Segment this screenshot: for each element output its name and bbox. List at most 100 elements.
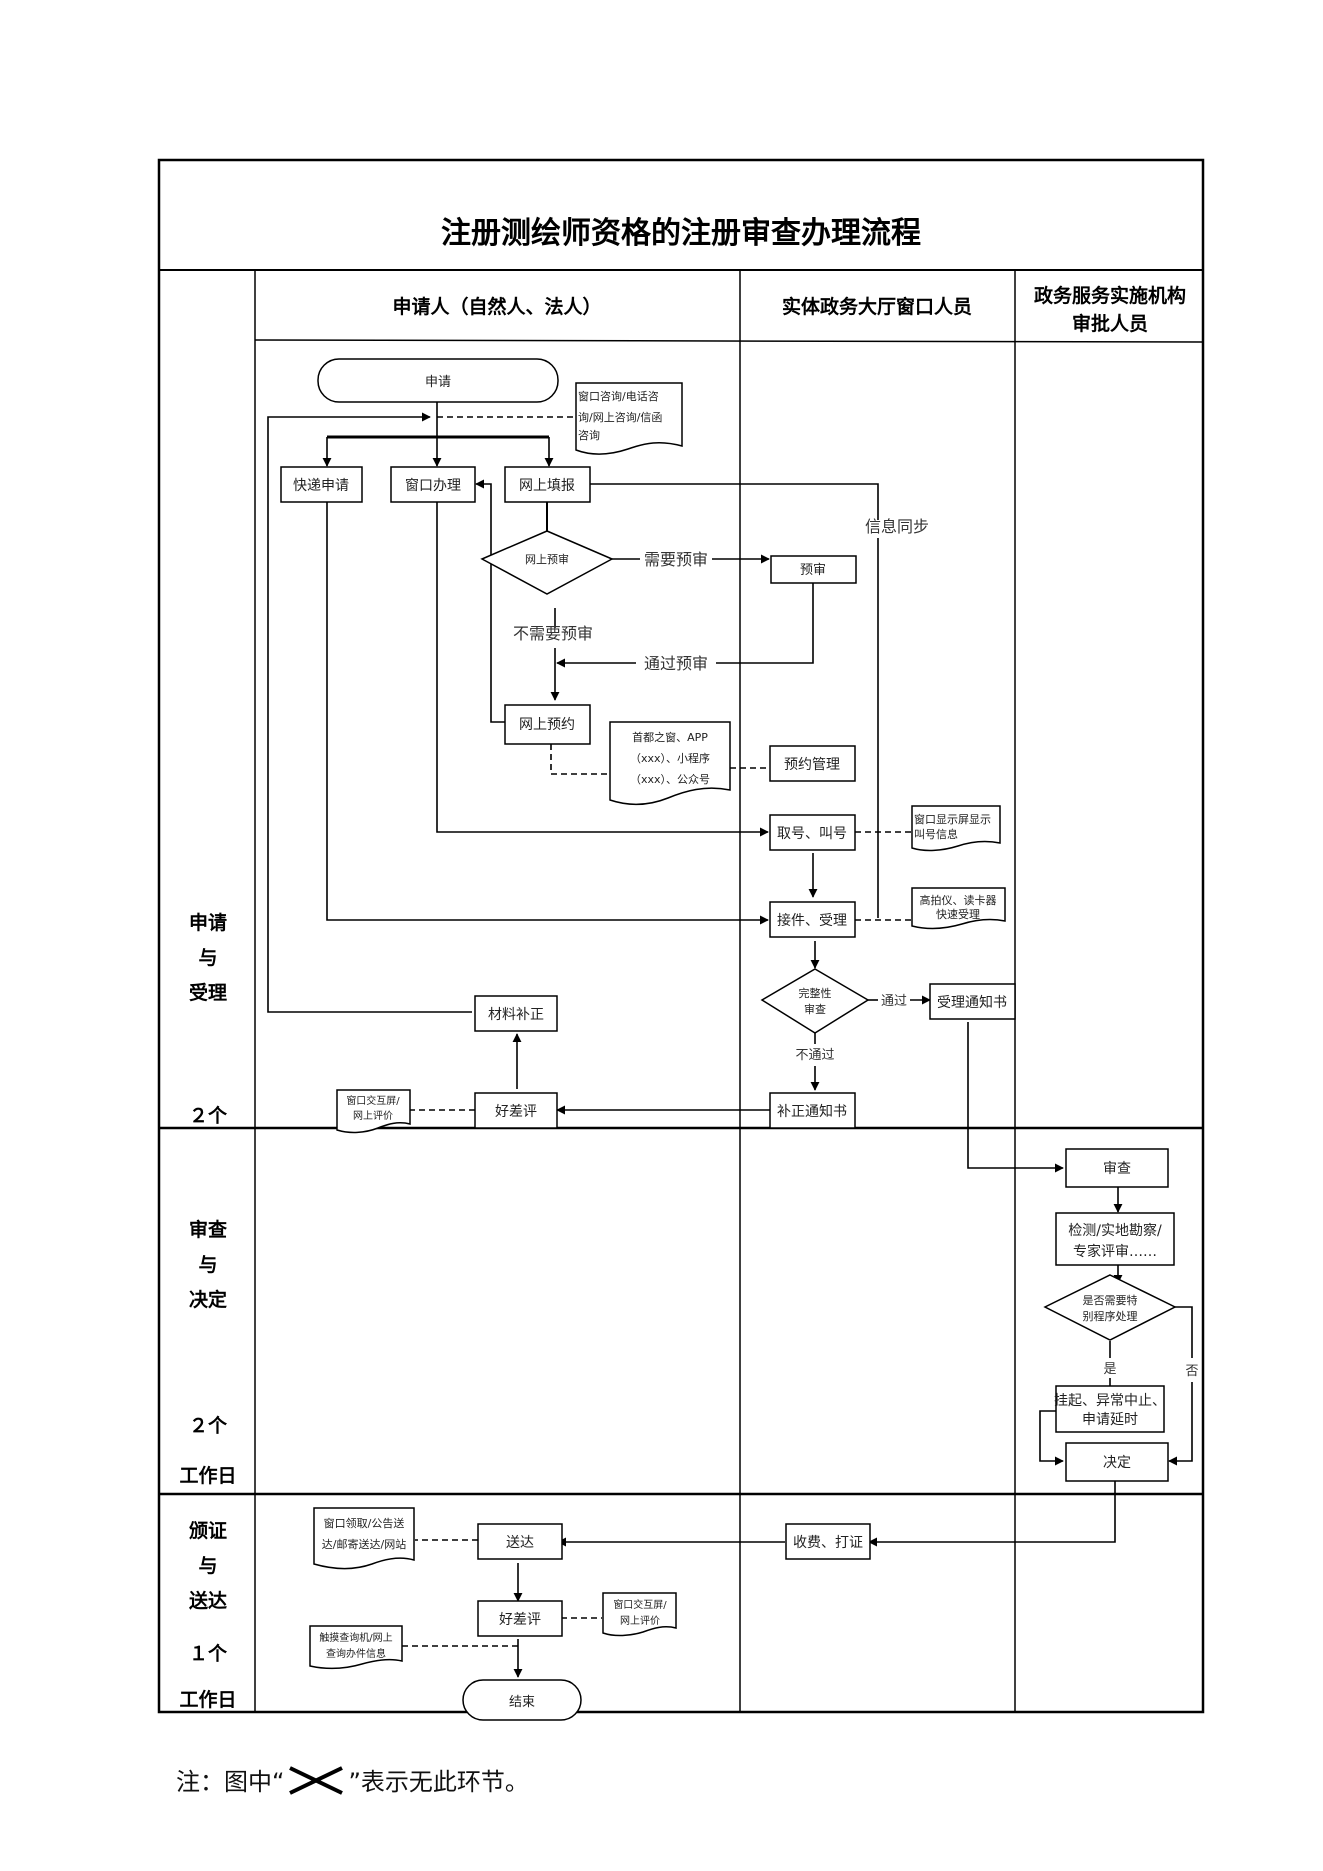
label-precheck: 预审: [800, 563, 826, 578]
node-window: [390, 466, 476, 503]
node-completeness-check: [760, 968, 870, 1034]
label-inspect-1: 检测/实地勘察/: [1068, 1222, 1162, 1239]
phase3-name-2: 与: [198, 1555, 217, 1577]
label-deliver-doc-2: 达/邮寄送达/网站: [322, 1537, 406, 1551]
page-title: 注册测绘师资格的注册审查办理流程: [441, 216, 921, 251]
label-screen-doc-2: 叫号信息: [914, 827, 958, 841]
phase2-duration-2: 工作日: [179, 1464, 236, 1487]
connector-booking-to-window: [475, 479, 505, 723]
phase2-duration-1: ２个: [189, 1415, 228, 1437]
node-deliver: [477, 1523, 563, 1560]
label-consult-doc-2: 询/网上咨询/信函: [578, 410, 662, 424]
label-online-precheck: 网上预审: [525, 552, 569, 566]
doc-rating1: [336, 1089, 411, 1134]
connector-express-to-receive: [326, 502, 769, 925]
label-deliver: 送达: [506, 1535, 534, 1551]
label-completeness-2: 审查: [804, 1002, 826, 1016]
label-booking-doc-2: （xxx）、小程序: [630, 751, 710, 765]
label-express: 快递申请: [293, 478, 349, 494]
doc-consult: [575, 382, 683, 455]
footnote-suffix: ”表示无此环节。: [348, 1768, 529, 1796]
node-supplement: [474, 995, 558, 1032]
node-rating1: [474, 1092, 558, 1129]
label-info-sync: 信息同步: [865, 517, 929, 536]
label-fee-print: 收费、打证: [793, 1534, 863, 1551]
label-take-number: 取号、叫号: [777, 826, 847, 842]
label-supplement: 材料补正: [488, 1007, 544, 1023]
node-decision: [1065, 1442, 1169, 1482]
label-apply: 申请: [425, 375, 451, 390]
connector-suspend-to-decision: [1039, 1410, 1064, 1466]
node-supplement-notice: [769, 1092, 856, 1129]
doc-deliver: [313, 1507, 415, 1570]
node-express: [280, 466, 363, 503]
label-rating2-doc-2: 网上评价: [620, 1615, 660, 1627]
label-window: 窗口办理: [405, 477, 461, 494]
label-booking-doc-1: 首都之窗、APP: [632, 730, 708, 744]
phase3-duration-1: １个: [189, 1643, 228, 1665]
label-end: 结束: [509, 1695, 535, 1710]
footnote: 注：图中“ ”表示无此环节。: [176, 1762, 529, 1797]
phase2-name-2: 与: [198, 1254, 217, 1276]
table-frame: [157, 158, 1205, 1714]
doc-query: [309, 1625, 403, 1670]
doc-screen: [911, 805, 1001, 852]
phase2-name-3: 决定: [189, 1288, 227, 1311]
label-rating1-doc-1: 窗口交互屏/: [346, 1094, 400, 1107]
label-special-1: 是否需要特: [1083, 1293, 1138, 1307]
label-fail: 不通过: [795, 1048, 834, 1063]
phase3-duration-2: 工作日: [179, 1688, 236, 1711]
label-consult-doc-3: 咨询: [578, 428, 600, 442]
node-accept-notice: [929, 983, 1016, 1020]
connector-no-a: [1172, 1306, 1193, 1358]
node-online-precheck: [480, 530, 614, 595]
label-inspect-2: 专家评审……: [1073, 1243, 1157, 1260]
node-end: [462, 1679, 582, 1721]
phase-labels: 申请 与 受理 ２个 审查 与 决定 ２个 工作日 颁证 与 送达 １个 工作日: [179, 911, 236, 1711]
node-take-number: [769, 814, 856, 851]
phase3-name-3: 送达: [189, 1589, 227, 1612]
label-no: 否: [1185, 1364, 1198, 1379]
label-scanner-doc-1: 高拍仪、读卡器: [920, 893, 997, 907]
label-special-2: 别程序处理: [1083, 1309, 1138, 1323]
label-pass-precheck: 通过预审: [644, 654, 708, 673]
footnote-prefix: 注：图中“: [176, 1768, 285, 1796]
phase1-duration: ２个: [189, 1105, 228, 1127]
connector-pass-precheck-a: [716, 582, 814, 664]
label-online-fill: 网上填报: [519, 478, 575, 494]
nodes: [280, 358, 1177, 1721]
connector-no-b: [1168, 1382, 1193, 1466]
label-suspend-2: 申请延时: [1082, 1412, 1138, 1428]
phase1-name-2: 与: [198, 947, 217, 969]
node-precheck: [770, 555, 857, 584]
phase1-name-1: 申请: [189, 911, 227, 934]
node-online-booking: [504, 704, 591, 745]
node-suspend: [1055, 1385, 1165, 1433]
node-labels: 申请 结束 窗口咨询/电话咨 询/网上咨询/信函 咨询 快递申请 窗口办理 网上…: [293, 375, 1199, 1710]
header-divider: [254, 339, 1204, 343]
node-receive: [769, 901, 856, 938]
label-deliver-doc-1: 窗口领取/公告送: [324, 1516, 405, 1530]
label-rating2-doc-1: 窗口交互屏/: [613, 1598, 667, 1611]
node-apply: [317, 358, 559, 403]
label-supplement-notice: 补正通知书: [777, 1103, 847, 1120]
node-fee-print: [785, 1523, 871, 1560]
label-decision: 决定: [1103, 1455, 1131, 1471]
connectors: [267, 402, 1193, 1678]
label-rating1-doc-2: 网上评价: [353, 1110, 393, 1122]
label-screen-doc-1: 窗口显示屏显示: [914, 812, 991, 826]
node-review: [1065, 1148, 1169, 1188]
outer-border: [157, 158, 1205, 1714]
lane-header-applicant: 申请人（自然人、法人）: [392, 295, 601, 318]
lane-header-window-staff: 实体政务大厅窗口人员: [782, 295, 972, 318]
label-suspend-1: 挂起、异常中止、: [1054, 1393, 1166, 1409]
label-online-booking: 网上预约: [519, 717, 575, 733]
label-yes: 是: [1103, 1362, 1116, 1377]
lane-header-approver-line1: 政务服务实施机构: [1034, 284, 1186, 307]
node-inspect: [1055, 1212, 1175, 1266]
label-review: 审查: [1103, 1161, 1131, 1177]
cross-mark-icon: [289, 1765, 344, 1795]
label-completeness-1: 完整性: [799, 986, 832, 1000]
connector-decision-to-fee: [868, 1481, 1116, 1547]
